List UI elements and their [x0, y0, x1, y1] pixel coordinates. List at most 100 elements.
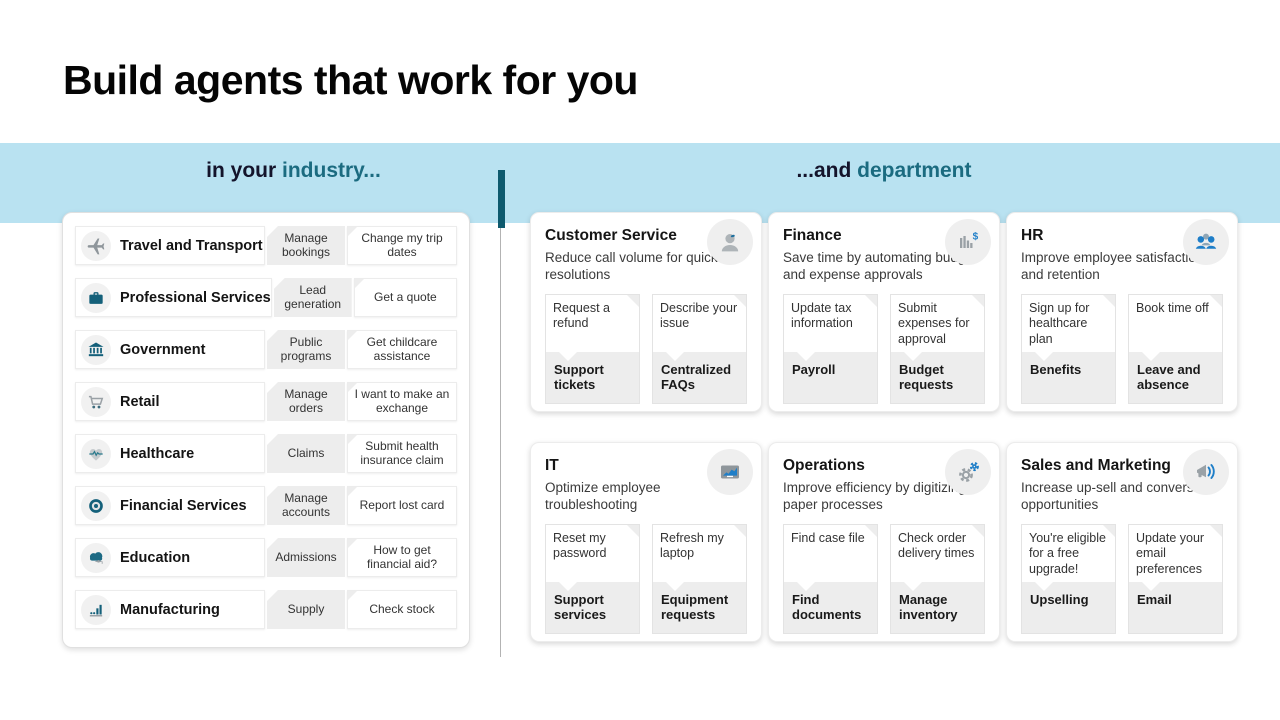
heart-pulse-icon [81, 438, 111, 469]
department-header-accent: department [857, 159, 972, 182]
government-building-icon [81, 334, 111, 365]
industry-row-financial-services: Financial Services Manage accounts Repor… [75, 486, 457, 525]
customer-person-icon [707, 219, 753, 265]
user-question-bubble: Find case file [784, 525, 877, 582]
department-columns: Reset my password Support services Refre… [545, 524, 747, 634]
user-question-bubble: Reset my password [546, 525, 639, 582]
department-card-sales-marketing: Sales and Marketing Increase up-sell and… [1006, 442, 1238, 642]
bubble-tail [904, 352, 922, 361]
industry-name-box: Travel and Transport [75, 226, 265, 265]
bubble-tail [1035, 582, 1053, 591]
agent-column: Find case file Find documents [783, 524, 878, 634]
agent-topic-label: Centralized FAQs [661, 362, 732, 393]
department-columns: Find case file Find documents Check orde… [783, 524, 985, 634]
bubble-tail [666, 352, 684, 361]
industry-topic-chip: Lead generation [273, 278, 352, 317]
bubble-tail [559, 582, 577, 591]
industry-label: Government [120, 341, 206, 358]
monitor-chart-icon [707, 449, 753, 495]
department-columns: Update tax information Payroll Submit ex… [783, 294, 985, 404]
agent-topic-label: Manage inventory [899, 592, 958, 623]
industry-name-box: Government [75, 330, 265, 369]
industry-question-chip: How to get financial aid? [347, 538, 457, 577]
bubble-tail [559, 352, 577, 361]
industry-question-chip: Change my trip dates [347, 226, 457, 265]
user-question-bubble: Check order delivery times [891, 525, 984, 582]
department-title: Finance [783, 227, 842, 244]
department-card-operations: Operations Improve efficiency by digitiz… [768, 442, 1000, 642]
agent-column: Check order delivery times Manage invent… [890, 524, 985, 634]
department-band-header: ...and department [530, 159, 1238, 183]
agent-column: Request a refund Support tickets [545, 294, 640, 404]
agent-column: Reset my password Support services [545, 524, 640, 634]
page-title: Build agents that work for you [63, 57, 638, 103]
industry-question-chip: Submit health insurance claim [347, 434, 457, 473]
industry-question-chip: Get a quote [353, 278, 457, 317]
gears-icon [945, 449, 991, 495]
user-question-bubble: You're eligible for a free upgrade! [1022, 525, 1115, 582]
industry-topic-chip: Manage bookings [267, 226, 345, 265]
department-card-finance: $ Finance Save time by automating budget… [768, 212, 1000, 412]
agent-topic-label: Email [1137, 592, 1172, 607]
department-description: Save time by automating budget and expen… [783, 250, 977, 282]
industry-header-plain: in your [206, 159, 283, 182]
briefcase-icon [81, 282, 111, 313]
department-description: Reduce call volume for quick resolutions [545, 250, 718, 282]
target-icon [81, 490, 111, 521]
agent-topic-label: Support services [554, 592, 607, 623]
department-title: IT [545, 457, 559, 474]
industry-question-chip: I want to make an exchange [347, 382, 457, 421]
bubble-tail [904, 582, 922, 591]
bubble-tail [1035, 352, 1053, 361]
agent-column: Describe your issue Centralized FAQs [652, 294, 747, 404]
agent-column: Sign up for healthcare plan Benefits [1021, 294, 1116, 404]
industry-topic-chip: Claims [267, 434, 345, 473]
section-divider-bar [498, 170, 505, 228]
industry-topic-chip: Supply [267, 590, 345, 629]
agent-topic-label: Leave and absence [1137, 362, 1201, 393]
industry-topic-chip: Manage accounts [267, 486, 345, 525]
agent-topic-label: Equipment requests [661, 592, 729, 623]
department-card-customer-service: Customer Service Reduce call volume for … [530, 212, 762, 412]
user-question-bubble: Describe your issue [653, 295, 746, 352]
department-columns: Request a refund Support tickets Describ… [545, 294, 747, 404]
department-columns: You're eligible for a free upgrade! Upse… [1021, 524, 1223, 634]
agent-column: Book time off Leave and absence [1128, 294, 1223, 404]
agent-topic-label: Find documents [792, 592, 862, 623]
megaphone-icon [1183, 449, 1229, 495]
industry-topic-chip: Manage orders [267, 382, 345, 421]
department-title: HR [1021, 227, 1044, 244]
industry-question-chip: Report lost card [347, 486, 457, 525]
agent-topic-label: Upselling [1030, 592, 1089, 607]
industry-row-professional-services: Professional Services Lead generation Ge… [75, 278, 457, 317]
department-grid: Customer Service Reduce call volume for … [530, 212, 1238, 642]
department-title: Customer Service [545, 227, 677, 244]
industry-name-box: Education [75, 538, 265, 577]
industry-row-healthcare: Healthcare Claims Submit health insuranc… [75, 434, 457, 473]
department-description: Improve employee satisfaction and retent… [1021, 250, 1204, 282]
department-description: Optimize employee troubleshooting [545, 480, 661, 512]
industry-topic-chip: Admissions [267, 538, 345, 577]
industry-topic-chip: Public programs [267, 330, 345, 369]
user-question-bubble: Submit expenses for approval [891, 295, 984, 352]
agent-column: Submit expenses for approval Budget requ… [890, 294, 985, 404]
user-question-bubble: Update tax information [784, 295, 877, 352]
section-divider-line [500, 228, 501, 657]
industry-question-chip: Get childcare assistance [347, 330, 457, 369]
department-header-plain: ...and [796, 159, 858, 182]
industry-panel: Travel and Transport Manage bookings Cha… [62, 212, 470, 648]
factory-chart-icon [81, 594, 111, 625]
bubble-tail [1142, 352, 1160, 361]
industry-row-travel: Travel and Transport Manage bookings Cha… [75, 226, 457, 265]
user-question-bubble: Book time off [1129, 295, 1222, 352]
department-description: Improve efficiency by digitizing paper p… [783, 480, 966, 512]
shopping-cart-icon [81, 386, 111, 417]
user-question-bubble: Refresh my laptop [653, 525, 746, 582]
department-title: Operations [783, 457, 865, 474]
agent-topic-label: Payroll [792, 362, 836, 377]
airplane-icon [81, 230, 111, 261]
user-question-bubble: Update your email preferences [1129, 525, 1222, 582]
finance-chart-icon: $ [945, 219, 991, 265]
agent-column: You're eligible for a free upgrade! Upse… [1021, 524, 1116, 634]
agent-column: Update your email preferences Email [1128, 524, 1223, 634]
